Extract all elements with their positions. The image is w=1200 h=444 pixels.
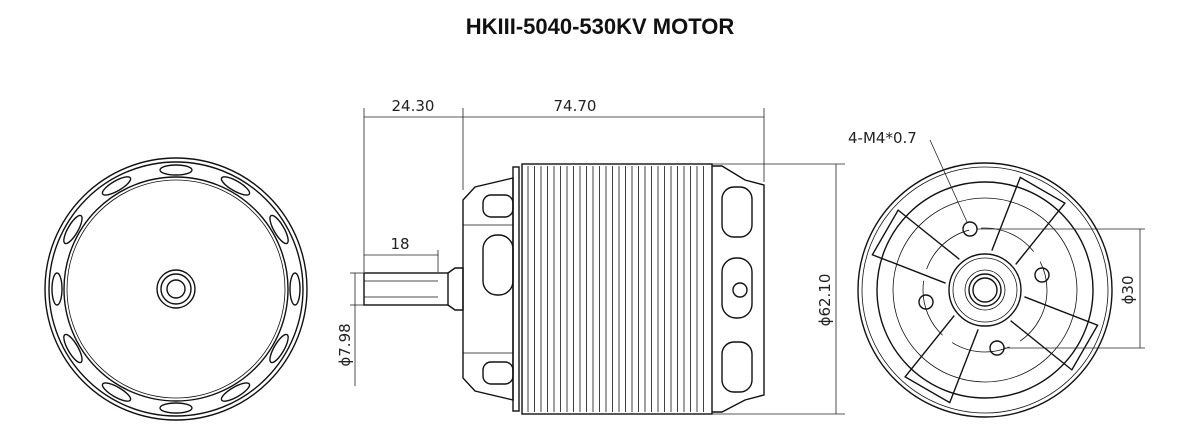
vent-slot <box>101 176 132 196</box>
vent-slot <box>63 214 83 245</box>
dim-bolt-circle: ϕ30 <box>1119 276 1137 305</box>
mount-arm <box>904 315 979 404</box>
dim-24-30: 24.30 <box>392 97 435 115</box>
mount-arm <box>991 176 1066 265</box>
vent-slot <box>220 382 251 402</box>
side-view <box>363 163 765 415</box>
dim-shaft-diameter: ϕ7.98 <box>336 323 354 366</box>
drawing-title: HKIII-5040-530KV MOTOR <box>466 14 735 39</box>
mount-arm <box>1010 296 1099 371</box>
dim-18: 18 <box>390 235 409 253</box>
mount-hole-callout: 4-M4*0.7 <box>848 129 917 147</box>
vent-slot <box>289 272 301 306</box>
vent-slot <box>269 333 289 364</box>
dim-body-diameter: ϕ62.10 <box>816 274 834 327</box>
front-view <box>44 157 308 421</box>
side-dimensions: 24.30 74.70 18 ϕ7.98 ϕ62.10 <box>336 97 845 415</box>
vent-slot <box>220 176 251 196</box>
vent-slot <box>159 402 193 414</box>
vent-slot <box>101 382 132 402</box>
vent-slot <box>159 164 193 176</box>
vent-slot <box>51 272 63 306</box>
mount-arm <box>871 209 960 284</box>
dim-74-70: 74.70 <box>554 97 597 115</box>
vent-slot <box>269 214 289 245</box>
vent-slot <box>63 333 83 364</box>
rear-view: ϕ30 4-M4*0.7 <box>848 129 1145 418</box>
